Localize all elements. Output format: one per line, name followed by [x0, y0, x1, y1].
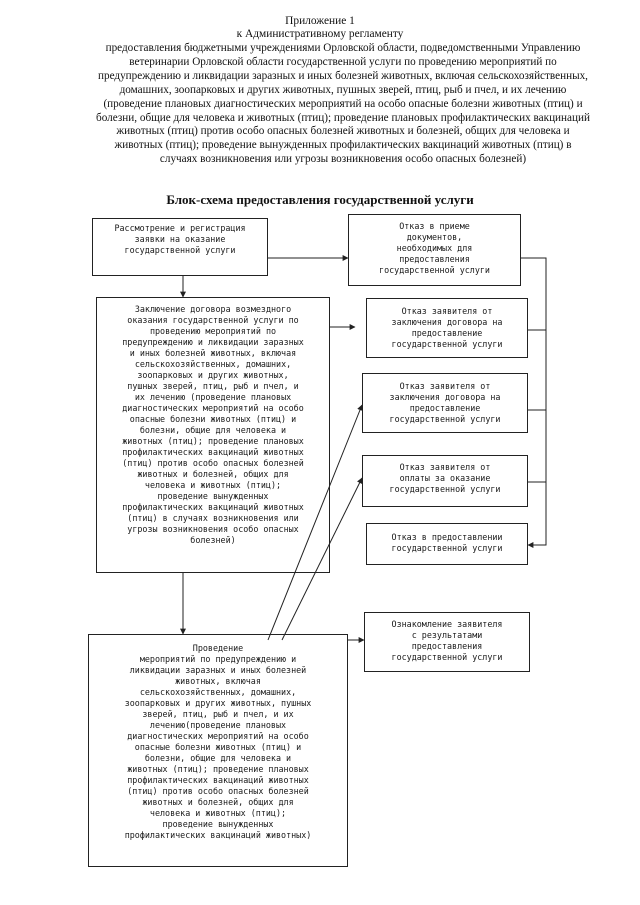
contract-box: Заключение договора возмездного оказания… [96, 297, 330, 573]
refuse-contract-second-box: Отказ заявителя от заключения договора н… [362, 373, 528, 433]
familiarization-box: Ознакомление заявителя с результатами пр… [364, 612, 530, 672]
regulation-heading: к Административному регламенту [236, 28, 404, 40]
refuse-documents-box: Отказ в приеме документов, необходимых д… [348, 214, 521, 286]
flowchart-title: Блок-схема предоставления государственно… [166, 192, 474, 207]
execution-box: Проведение мероприятий по предупреждению… [88, 634, 348, 867]
refuse-payment-box: Отказ заявителя от оплаты за оказание го… [362, 455, 528, 507]
refuse-contract-box: Отказ заявителя от заключения договора н… [366, 298, 528, 358]
arrow-to-refuse-contract-second [267, 404, 363, 641]
regulation-description: предоставления бюджетными учреждениями О… [96, 42, 590, 166]
arrow-to-refuse-payment [281, 477, 363, 641]
appendix-heading: Приложение 1 [285, 15, 355, 27]
refuse-service-box: Отказ в предоставлении государственной у… [366, 523, 528, 565]
registration-box: Рассмотрение и регистрация заявки на ока… [92, 218, 268, 276]
